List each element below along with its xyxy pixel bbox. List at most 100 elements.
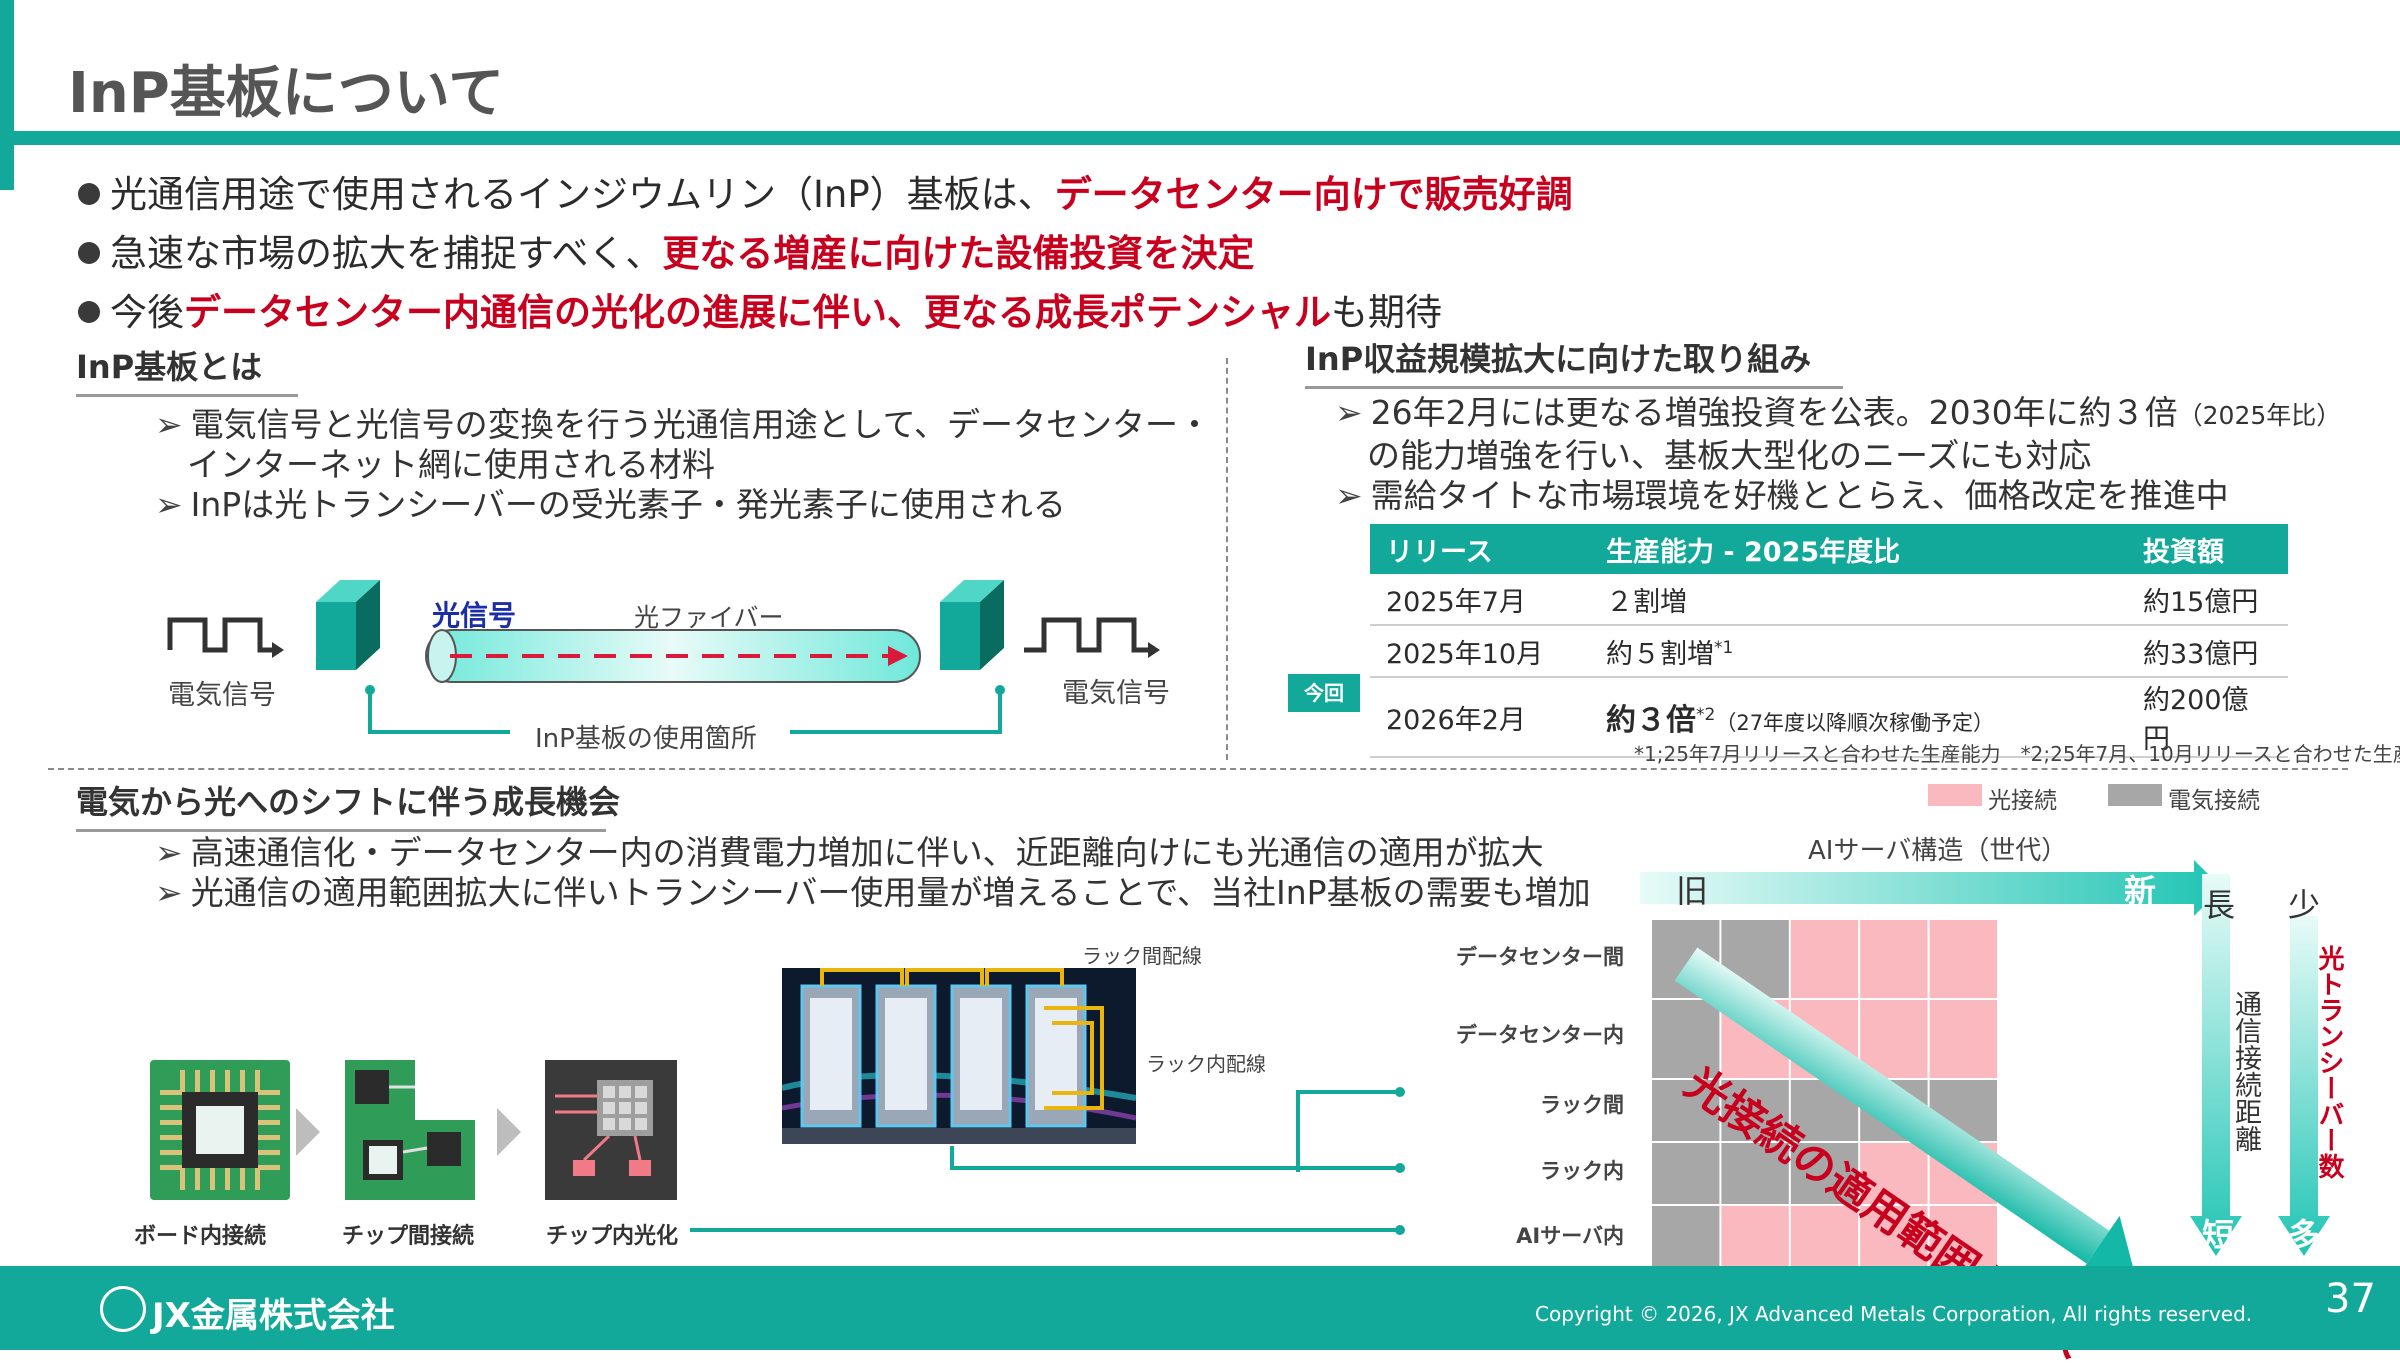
table-header-row: リリース 生産能力 - 2025年度比 投資額 — [1370, 524, 2288, 574]
transceiver-count-arrow — [2278, 916, 2330, 1256]
grid-cell — [1860, 1206, 1928, 1268]
step-arrow-1 — [296, 1108, 320, 1156]
bottom-section-list: ➢高速通信化・データセンター内の消費電力増加に伴い、近距離向けにも光通信の適用が… — [155, 833, 1635, 913]
table-row-current: 2026年2月 約３倍*2（27年度以降順次稼働予定） 約200億円 — [1370, 677, 2288, 758]
grid-cell — [1929, 920, 1997, 998]
bullet-dot — [78, 241, 100, 264]
column-header: 生産能力 - 2025年度比 — [1590, 524, 2127, 574]
electric-signal-wave-right — [1024, 617, 1150, 653]
distance-axis-label: 通信接続距離 — [2230, 990, 2261, 1152]
grid-cell — [1721, 1143, 1789, 1204]
table-footnote: *1;25年7月リリースと合わせた生産能力 *2;25年7月、10月リリースと合… — [1634, 742, 2400, 766]
distance-long-label: 長 — [2203, 886, 2236, 924]
rack-between-label: ラック間配線 — [1082, 944, 1202, 968]
capacity-table: リリース 生産能力 - 2025年度比 投資額 2025年7月 ２割増 約15億… — [1370, 524, 2288, 758]
bullet-2: 急速な市場の拡大を捕捉すべく、更なる増産に向けた設備投資を決定 — [78, 223, 1254, 277]
table-row: 2025年10月 約５割増*1 約33億円 — [1370, 625, 2288, 678]
bullet-3: 今後データセンター内通信の光化の進展に伴い、更なる成長ポテンシャルも期待 — [78, 282, 1442, 336]
left-section-list: ➢電気信号と光信号の変換を行う光通信用途として、データセンター・ インターネット… — [155, 405, 1215, 525]
grid-cell — [1652, 1000, 1720, 1078]
electric-signal-right-label: 電気信号 — [1062, 678, 1170, 709]
list-item: ➢高速通信化・データセンター内の消費電力増加に伴い、近距離向けにも光通信の適用が… — [155, 833, 1544, 872]
header-accent — [0, 0, 14, 190]
left-section-title: InP基板とは — [76, 342, 298, 397]
list-item: ➢電気信号と光信号の変換を行う光通信用途として、データセンター・ — [155, 405, 1212, 444]
step-arrow-2 — [497, 1108, 521, 1156]
company-logo-icon — [100, 1286, 146, 1332]
row-label-ai-server: AIサーバ内 — [1516, 1224, 1624, 1248]
bullet-dot — [78, 300, 100, 323]
distance-arrow — [2190, 874, 2242, 1256]
grid-cell — [1929, 1000, 1997, 1078]
inp-usage-label: InP基板の使用箇所 — [535, 724, 757, 754]
connection-lines — [690, 1087, 1405, 1235]
old-label: 旧 — [1676, 872, 1709, 910]
generation-arrow — [1640, 860, 2222, 916]
usage-bracket-right — [790, 690, 1002, 734]
count-axis-label: 光トランシーバー数 — [2314, 945, 2344, 1179]
grid-cell — [1652, 1206, 1720, 1268]
usage-bracket-left — [368, 690, 510, 734]
grid-cell — [1860, 1143, 1928, 1204]
distance-short-label: 短 — [2202, 1216, 2235, 1254]
horizontal-divider — [48, 768, 2348, 770]
step-label-board: ボード内接続 — [134, 1224, 267, 1249]
row-label-within-rack: ラック内 — [1540, 1159, 1624, 1183]
grid-cell — [1652, 1143, 1720, 1204]
list-item-continuation: インターネット網に使用される材料 — [187, 445, 715, 484]
list-item: ➢26年2月には更なる増強投資を公表。2030年に約３倍（2025年比） — [1335, 393, 2342, 432]
current-badge: 今回 — [1288, 674, 1360, 712]
generation-chart — [1640, 860, 2330, 1270]
copyright: Copyright © 2026, JX Advanced Metals Cor… — [1535, 1302, 2253, 1326]
chip-to-chip-icon — [345, 1060, 475, 1200]
legend-electrical-label: 電気接続 — [2168, 788, 2260, 814]
board-chip-icon — [150, 1060, 290, 1200]
legend-optical-swatch — [1928, 784, 1982, 806]
grid-cell — [1790, 1143, 1859, 1204]
electric-signal-left-label: 電気信号 — [168, 680, 276, 711]
grid-cell — [1790, 920, 1859, 998]
rack-within-label: ラック内配線 — [1146, 1052, 1266, 1076]
count-few-label: 少 — [2288, 886, 2321, 924]
row-label-between-dc: データセンター間 — [1456, 945, 1624, 969]
header-rule — [0, 131, 2400, 145]
list-item: ➢InPは光トランシーバーの受光素子・発光素子に使用される — [155, 485, 1066, 524]
table-row: 2025年7月 ２割増 約15億円 — [1370, 574, 2288, 626]
column-header: 投資額 — [2127, 524, 2288, 574]
list-item-continuation: の能力増強を行い、基板大型化のニーズにも対応 — [1367, 436, 2092, 475]
step-label-chip-to-chip: チップ間接続 — [342, 1224, 475, 1249]
fiber-icon — [425, 629, 921, 683]
row-label-within-dc: データセンター内 — [1456, 1023, 1624, 1047]
legend-electrical-swatch — [2108, 784, 2162, 806]
column-header: リリース — [1370, 524, 1590, 574]
bullet-dot — [78, 182, 100, 205]
new-label: 新 — [2124, 872, 2157, 910]
in-chip-optical-icon — [545, 1060, 677, 1200]
row-label-between-racks: ラック間 — [1540, 1093, 1624, 1117]
electric-signal-wave-left — [167, 617, 275, 653]
chart-axis-title: AIサーバ構造（世代） — [1808, 836, 2068, 866]
list-item: ➢需給タイトな市場環境を好機ととらえ、価格改定を推進中 — [1335, 476, 2229, 515]
grid-cell — [1860, 1000, 1928, 1078]
grid-cell — [1721, 1206, 1789, 1268]
list-item: ➢光通信の適用範囲拡大に伴いトランシーバー使用量が増えることで、当社InP基板の… — [155, 873, 1591, 912]
inp-diagram — [167, 580, 1160, 734]
step-label-in-chip: チップ内光化 — [546, 1224, 679, 1249]
optical-signal-label: 光信号 — [432, 599, 517, 632]
footer-bar — [0, 1266, 2400, 1350]
grid-cell — [1790, 1206, 1859, 1268]
company-name: JX金属株式会社 — [152, 1296, 395, 1336]
expansion-arrow — [1674, 947, 2135, 1270]
bullet-1: 光通信用途で使用されるインジウムリン（InP）基板は、データセンター向けで販売好… — [78, 164, 1573, 218]
legend-optical-label: 光接続 — [1988, 788, 2057, 814]
bottom-section-title: 電気から光へのシフトに伴う成長機会 — [76, 777, 620, 832]
grid-cell — [1929, 1206, 1997, 1268]
fiber-label: 光ファイバー — [634, 603, 784, 632]
count-many-label: 多 — [2288, 1216, 2321, 1254]
grid-cell — [1860, 920, 1928, 998]
right-section-list: ➢26年2月には更なる増強投資を公表。2030年に約３倍（2025年比） の能力… — [1335, 393, 2385, 516]
cube-left-icon — [316, 580, 380, 670]
cube-right-icon — [940, 580, 1004, 670]
page-title: InP基板について — [68, 61, 505, 126]
vertical-divider — [1226, 358, 1228, 760]
